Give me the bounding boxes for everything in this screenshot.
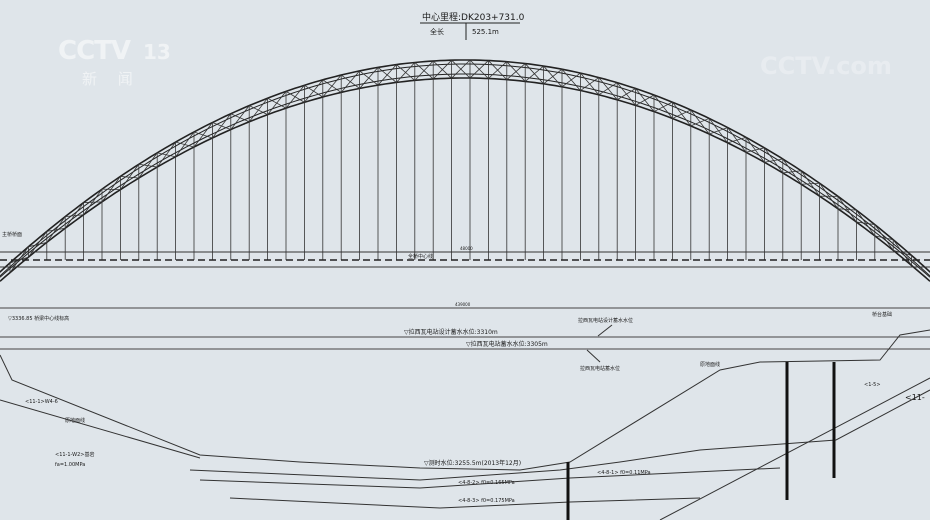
arch-bracing	[212, 113, 232, 139]
arch-bracing	[745, 147, 765, 153]
arch-bracing	[396, 62, 416, 83]
arch-top-chord-inner	[0, 63, 930, 277]
arch-bracing	[506, 63, 526, 80]
rock-line-left	[0, 399, 201, 459]
span-dim: 48000	[460, 246, 473, 251]
arch-bracing	[672, 109, 691, 119]
arch-bracing	[782, 170, 802, 174]
soil-label: <4-8-3> f0=0.175MPa	[458, 498, 515, 504]
arch-bracing	[138, 152, 158, 179]
stratum-line-1	[189, 389, 930, 481]
soil-label: <11-	[905, 393, 925, 402]
ground-line-right-label: 原地面线	[700, 361, 720, 368]
deck-label: 全桥中心线	[408, 253, 433, 260]
arch-bracing	[543, 68, 563, 85]
arch-bracing	[451, 59, 471, 79]
arch-bracing	[101, 176, 121, 203]
cctv-logo: CCTV	[58, 36, 131, 66]
arch-bracing	[690, 118, 710, 127]
right-abutment-label: 桥台基础	[872, 311, 892, 318]
center-mileage: 中心里程:DK203+731.0	[422, 11, 525, 23]
total-length-value: 525.1m	[472, 28, 499, 36]
design-water-callout: 拉西瓦电站设计蓄水水位	[578, 317, 633, 324]
arch-bracing	[28, 231, 48, 258]
arch-bracing	[432, 59, 452, 80]
measured-water-level: ▽测时水位:3255.5m(2013年12月)	[424, 459, 521, 467]
soil-label: <1-5>	[864, 382, 881, 388]
arch-bracing	[598, 82, 618, 96]
arch-bracing	[635, 94, 655, 106]
arch-bracing	[616, 88, 636, 101]
arch-top-chord	[0, 59, 930, 273]
arch-bracing	[175, 131, 195, 157]
arch-bracing	[837, 208, 857, 211]
arch-bracing	[414, 60, 434, 81]
arch-bracing	[893, 249, 912, 256]
arch-bracing	[83, 188, 103, 215]
callout-leader	[586, 349, 601, 363]
arch-bracing	[801, 182, 820, 185]
left-elevation: ▽3336.85 桥梁中心线标高	[8, 315, 69, 322]
soil-label: <4-8-2> f0=0.165MPa	[458, 480, 515, 486]
stratum-line-3	[229, 497, 701, 509]
arch-bottom-chord	[0, 77, 930, 282]
water-level-callout: 拉西瓦电站蓄水位	[580, 365, 620, 372]
stratum-line-4	[659, 377, 930, 520]
arch-bracing	[267, 91, 287, 115]
arch-bracing	[377, 64, 397, 86]
arch-bracing	[9, 246, 29, 273]
arch-structure	[0, 59, 930, 282]
channel-name: 新 闻	[82, 70, 141, 88]
total-length-label: 全长	[430, 27, 444, 36]
arch-bracing	[285, 85, 305, 109]
arch-bracing	[340, 70, 360, 93]
arch-bracing	[230, 105, 250, 130]
arch-bracing	[727, 136, 747, 144]
ground-line-left-label: 原地面线	[65, 417, 85, 424]
arch-bracing	[46, 216, 66, 243]
design-water-level: ▽拉西瓦电站设计蓄水水位:3310m	[404, 328, 498, 336]
arch-bracing	[856, 221, 875, 225]
arch-bracing	[304, 79, 324, 103]
arch-bracing	[359, 67, 379, 89]
arch-bracing	[580, 77, 600, 91]
soil-label: <11-1>W4-6	[25, 399, 58, 405]
soil-label: <4-8-1> f0=0.11MPa	[597, 470, 651, 476]
arch-label: 主桥桥面	[2, 231, 22, 238]
ground-line-left	[0, 329, 930, 471]
arch-bracing	[764, 158, 783, 163]
water-level: ▽拉西瓦电站蓄水水位:3305m	[466, 340, 548, 348]
arch-bracing	[322, 74, 342, 98]
arch-bracing	[64, 202, 84, 229]
cctv-watermark: CCTV.com	[760, 52, 892, 80]
stratum-line-2	[199, 467, 781, 489]
bridge-length-dim: 439000	[455, 302, 471, 307]
arch-bracing	[469, 60, 489, 79]
arch-bottom-chord-inner	[0, 73, 930, 278]
arch-bracing	[561, 72, 581, 88]
hangers	[46, 78, 876, 260]
arch-bracing	[653, 101, 673, 112]
arch-bracing	[709, 127, 728, 135]
arch-bracing	[193, 122, 213, 148]
arch-bracing	[156, 141, 176, 168]
callout-leader	[597, 324, 613, 337]
arch-bracing	[874, 235, 894, 241]
channel-number: 13	[143, 40, 171, 64]
arch-bracing	[120, 164, 140, 190]
arch-bracing	[248, 97, 268, 123]
arch-bracing	[488, 61, 508, 79]
soil-label: fa=1.00MPa	[55, 462, 85, 468]
soil-label: <11-1-W2>基岩	[55, 451, 94, 458]
arch-bracing	[524, 65, 544, 82]
